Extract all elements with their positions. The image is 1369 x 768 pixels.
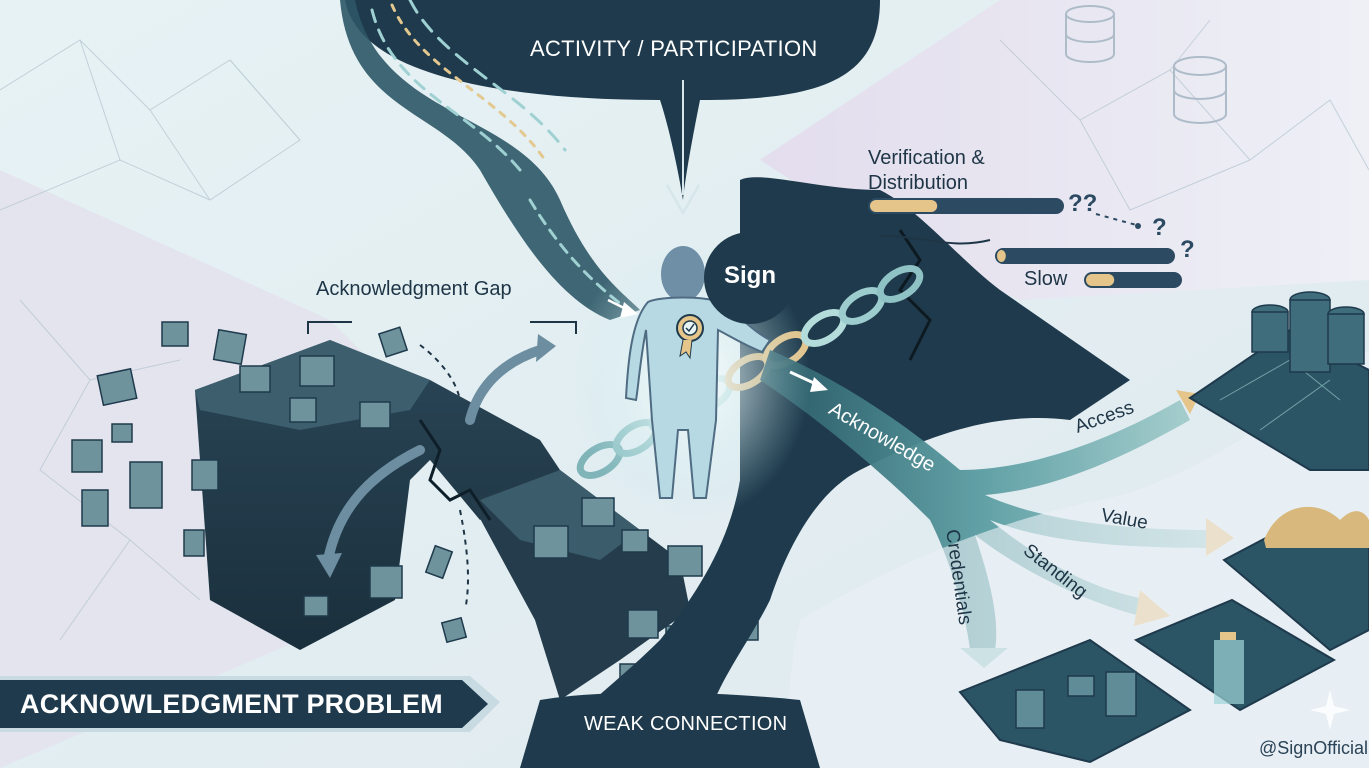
plateau-crack (879, 234, 991, 245)
standing-platform (1133, 598, 1337, 712)
weak-connection-label: WEAK CONNECTION (584, 713, 788, 735)
central-chasm (540, 177, 1130, 768)
acknowledge-arrow-head (810, 377, 828, 392)
sparkle-icon (1310, 690, 1350, 730)
activity-arrow-head (665, 184, 701, 216)
verification-label: Verification & Distribution (868, 147, 985, 194)
credentials-platform (958, 638, 1192, 764)
sign-label: Sign (724, 262, 776, 289)
question-marks: ?? (1068, 190, 1098, 217)
dotted-trail (419, 344, 461, 401)
verification-progress (868, 198, 1064, 214)
broken-arrow-up-head (536, 334, 556, 362)
chasm-crack (898, 229, 932, 361)
dotted-trail-lower (459, 509, 469, 606)
sign-bubble (704, 232, 796, 324)
broken-arrow-up (465, 345, 545, 425)
question-mark: ? (1152, 214, 1167, 241)
question-mark: ? (1180, 236, 1195, 263)
acknowledge-flow (760, 350, 1210, 650)
secondary-progress (995, 248, 1175, 264)
slow-label: Slow (1024, 268, 1068, 290)
dot-node (1135, 223, 1141, 229)
weak-connection-base (520, 692, 820, 768)
banner-ribbon (0, 676, 500, 732)
dotted-link (1095, 213, 1141, 227)
broken-arrow-down (323, 445, 425, 565)
activity-label: ACTIVITY / PARTICIPATION (530, 36, 818, 61)
data-stream (340, 0, 640, 320)
access-platform (1188, 291, 1369, 471)
slow-progress (1084, 272, 1182, 288)
social-handle: @SignOfficial (1259, 738, 1368, 758)
gap-bracket (307, 321, 577, 334)
network-lines (0, 19, 1369, 641)
activity-bubble (345, 0, 880, 200)
database-icon (1065, 5, 1227, 124)
stream-arrow-head (620, 302, 638, 318)
acknowledgment-gap-label: Acknowledgment Gap (316, 278, 512, 300)
crack-line (418, 419, 492, 521)
value-platform (1222, 506, 1369, 652)
banner-title: ACKNOWLEDGMENT PROBLEM (20, 689, 443, 719)
person-figure (624, 246, 772, 499)
broken-arrow-down-head (316, 553, 342, 578)
